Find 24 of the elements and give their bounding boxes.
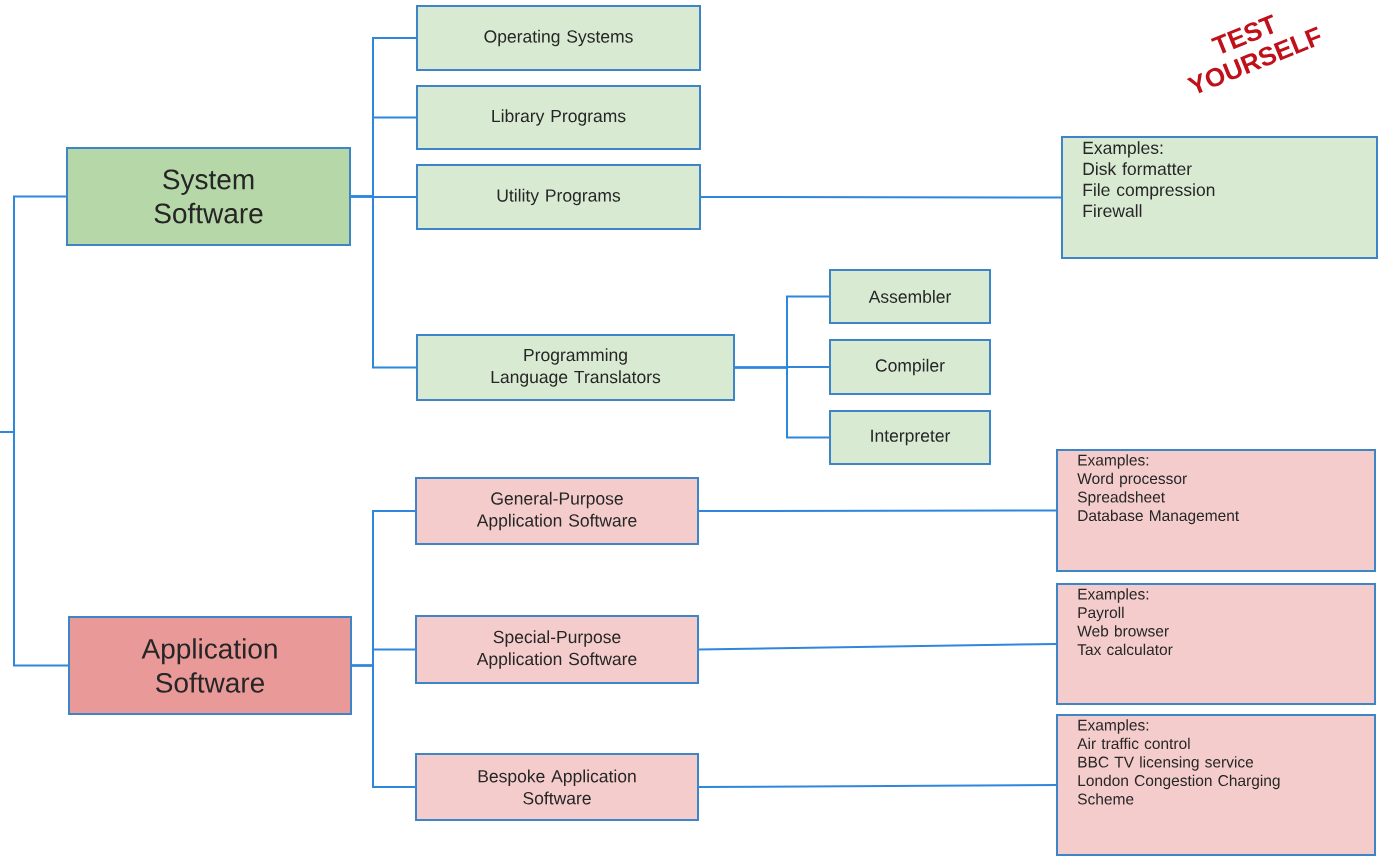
connector-line bbox=[698, 643, 1058, 651]
process-box: Interpreter bbox=[829, 410, 991, 465]
examples-box: Examples: Disk formatter File compression Firewall bbox=[1061, 136, 1378, 259]
category-box: Application Software bbox=[68, 616, 352, 715]
connector-line bbox=[351, 664, 416, 788]
connector-line bbox=[700, 196, 1063, 199]
process-box: Programming Language Translators bbox=[416, 334, 735, 401]
examples-box: Examples: Payroll Web browser Tax calculator bbox=[1056, 583, 1376, 705]
connector-line bbox=[698, 509, 1058, 512]
process-box: Assembler bbox=[829, 269, 991, 324]
examples-box: Examples: Word processor Spreadsheet Database Management bbox=[1056, 449, 1376, 572]
connector-line bbox=[698, 784, 1058, 788]
connector-line bbox=[734, 366, 830, 439]
process-box: Operating Systems bbox=[416, 5, 701, 71]
connector-line bbox=[0, 431, 69, 667]
connector-line bbox=[350, 195, 417, 369]
examples-box: Examples: Air traffic control BBC TV licensing service London Congestion Charging Scheme bbox=[1056, 714, 1376, 856]
process-box: General-Purpose Application Software bbox=[415, 477, 699, 545]
process-box: Special-Purpose Application Software bbox=[415, 615, 699, 684]
process-box: Compiler bbox=[829, 339, 991, 395]
process-box: Library Programs bbox=[416, 85, 701, 150]
process-box: Bespoke Application Software bbox=[415, 753, 699, 821]
category-box: System Software bbox=[66, 147, 351, 246]
process-box: Utility Programs bbox=[416, 164, 701, 230]
